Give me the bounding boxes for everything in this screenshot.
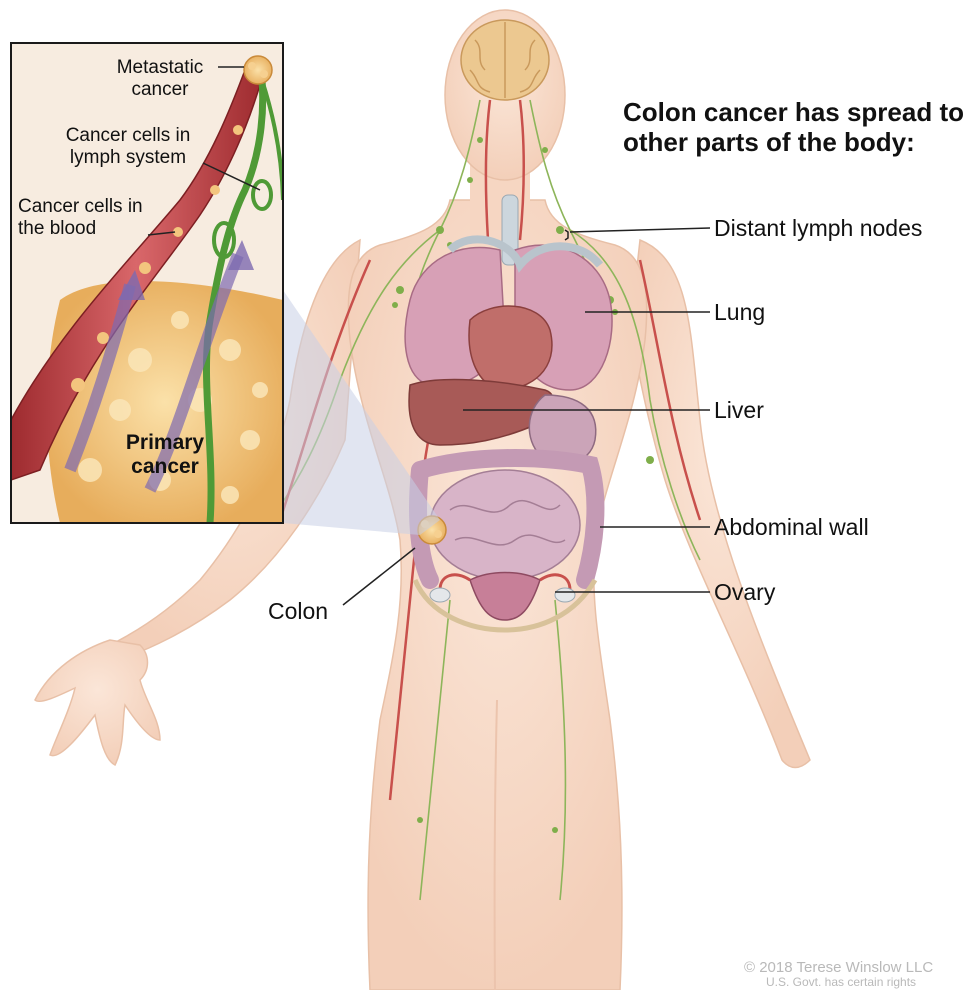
inset-label-cancer-cells-blood: Cancer cells in the blood <box>18 196 148 240</box>
inset-label-primary-cancer: Primary cancer <box>100 431 230 479</box>
copyright-notice: © 2018 Terese Winslow LLC U.S. Govt. has… <box>744 960 933 988</box>
inset-label-cancer-cells-lymph: Cancer cells in lymph system <box>48 125 208 169</box>
label-lung: Lung <box>714 299 765 325</box>
inset-label-metastatic-cancer: Metastatic cancer <box>100 57 220 101</box>
copyright-line-2: U.S. Govt. has certain rights <box>744 976 933 988</box>
label-colon: Colon <box>268 598 328 624</box>
label-distant-lymph-nodes: Distant lymph nodes <box>714 215 922 241</box>
brain <box>461 20 549 100</box>
copyright-line-1: © 2018 Terese Winslow LLC <box>744 960 933 976</box>
label-liver: Liver <box>714 397 764 423</box>
label-ovary: Ovary <box>714 579 775 605</box>
label-abdominal-wall: Abdominal wall <box>714 514 869 540</box>
diagram-title: Colon cancer has spread to other parts o… <box>623 97 973 157</box>
small-intestine <box>430 470 580 580</box>
